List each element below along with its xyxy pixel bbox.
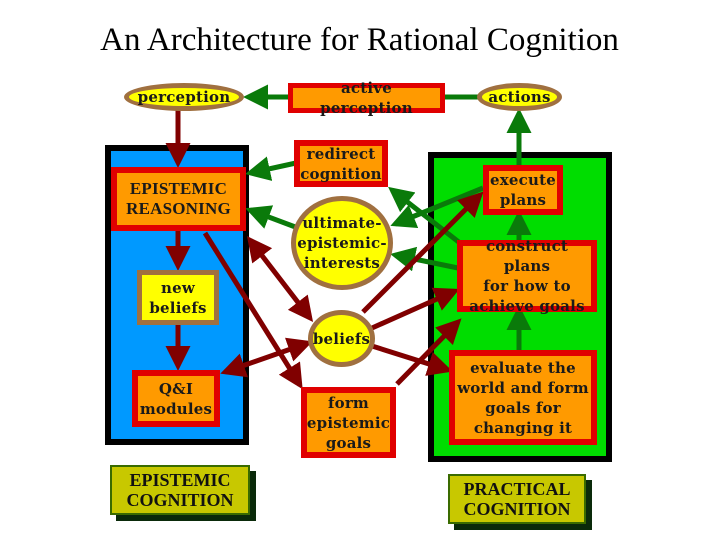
form-epistemic-goals-line-3: goals xyxy=(325,433,372,452)
construct-plans-line-1: construct plans xyxy=(485,237,569,275)
arrow-interests-to-reasoning xyxy=(245,205,299,231)
actions-label: actions xyxy=(488,88,551,106)
form-epistemic-goals-line-2: epistemic xyxy=(306,413,391,432)
ultimate-epistemic-interests-node: ultimate-epistemic-interests xyxy=(291,196,393,290)
redirect-cognition-line-1: redirect xyxy=(306,144,376,163)
construct-plans-line-2: for how to xyxy=(483,277,571,295)
execute-plans-node: execute plans xyxy=(483,165,563,215)
ultimate-epistemic-interests-line-3: interests xyxy=(303,254,381,272)
evaluate-world-line-4: changing it xyxy=(473,418,573,437)
beliefs-node: beliefs xyxy=(308,310,375,367)
epistemic-cognition-line-1: EPISTEMIC xyxy=(129,470,231,490)
arrow-redirect-to-reasoning xyxy=(245,156,297,181)
qi-modules-line-1: Q&I xyxy=(158,379,194,398)
evaluate-world-line-2: world and form xyxy=(457,378,589,397)
evaluate-world-line-3: goals for xyxy=(485,398,561,417)
arrow-form-goals-to-construct xyxy=(395,318,462,386)
actions-node: actions xyxy=(477,83,562,111)
perception-node: perception xyxy=(124,83,244,111)
epistemic-cognition-line-2: COGNITION xyxy=(126,490,234,510)
arrow-beliefs-to-execute xyxy=(361,191,484,314)
active-perception-node: active perception xyxy=(288,79,445,117)
evaluate-world-line-1: evaluate the xyxy=(470,358,576,377)
epistemic-reasoning-line-2: REASONING xyxy=(126,199,231,218)
new-beliefs-line-1: new xyxy=(161,278,195,297)
arrow-qi-beliefs-bidirectional xyxy=(220,337,313,378)
practical-cognition-line-1: PRACTICAL xyxy=(463,479,571,499)
arrow-construct-to-redirect xyxy=(388,186,462,245)
ultimate-epistemic-interests-line-1: ultimate- xyxy=(302,214,382,232)
beliefs-label: beliefs xyxy=(312,329,371,348)
new-beliefs-line-2: beliefs xyxy=(149,298,207,317)
perception-label: perception xyxy=(137,88,231,106)
qi-modules-line-2: modules xyxy=(139,399,213,418)
arrow-construct-to-interests xyxy=(390,246,459,272)
practical-cognition-line-2: COGNITION xyxy=(463,499,571,519)
execute-plans-line-1: execute xyxy=(490,171,556,189)
form-epistemic-goals-line-1: form xyxy=(327,393,370,412)
construct-plans-node: construct plans for how to achieve goals xyxy=(457,237,597,315)
ultimate-epistemic-interests-line-2: epistemic- xyxy=(297,234,387,252)
construct-plans-line-3: achieve goals xyxy=(469,297,585,315)
redirect-cognition-line-2: cognition xyxy=(300,164,382,183)
diagram-title: An Architecture for Rational Cognition xyxy=(100,22,619,58)
execute-plans-line-2: plans xyxy=(499,191,547,209)
arrow-reasoning-beliefs-bidirectional xyxy=(246,236,314,322)
active-perception-label: active perception xyxy=(320,79,413,117)
epistemic-reasoning-line-1: EPISTEMIC xyxy=(129,179,228,198)
arrow-beliefs-to-construct xyxy=(370,287,460,331)
arrow-beliefs-to-evaluate xyxy=(371,343,453,376)
